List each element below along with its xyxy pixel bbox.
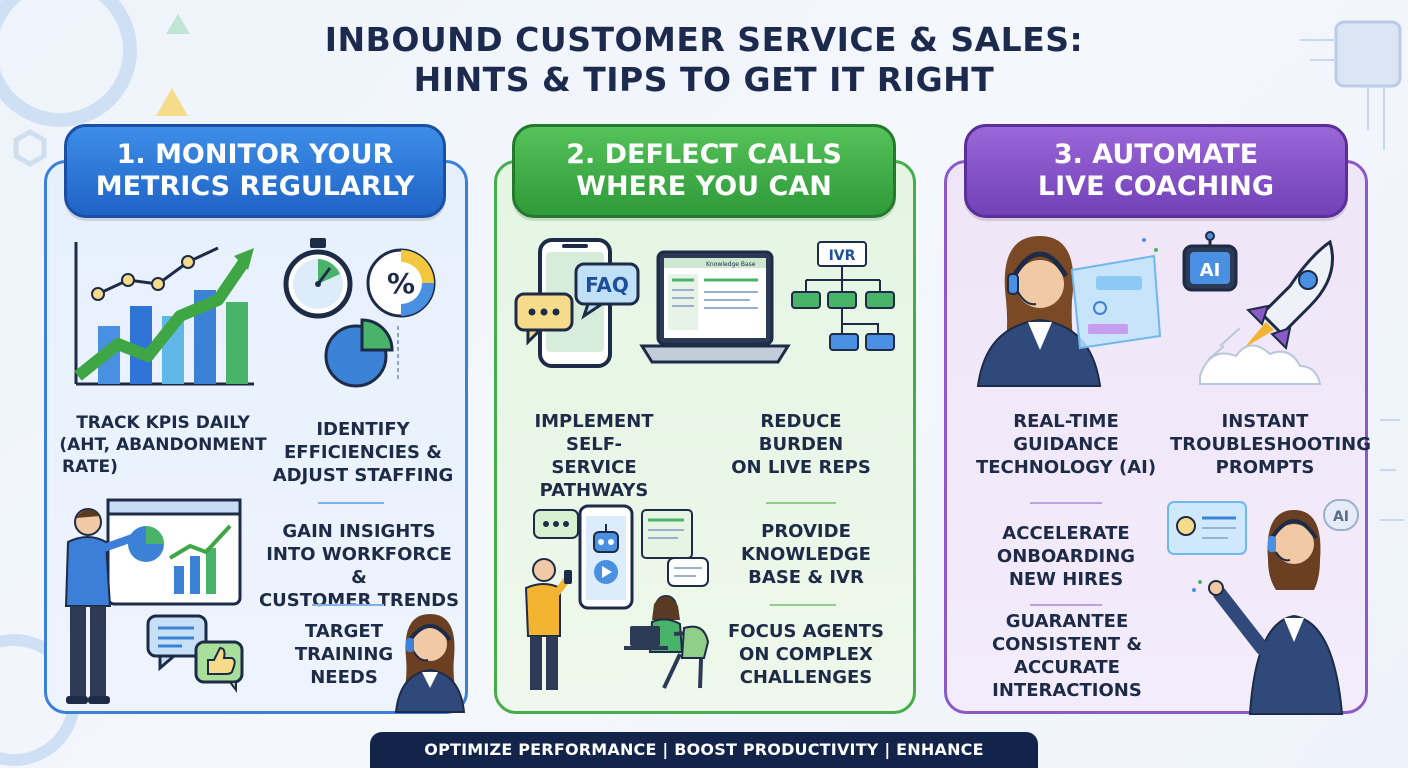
tip-line: PROVIDE <box>761 521 851 542</box>
divider <box>318 502 384 504</box>
ivr-flowchart-icon: IVR <box>791 241 895 351</box>
heading-line: WHERE YOU CAN <box>576 171 832 202</box>
tip-line: ONBOARDING <box>996 546 1136 567</box>
tip-instant-troubleshooting: INSTANT TROUBLESHOOTING PROMPTS <box>1170 410 1371 479</box>
headset-agent-icon <box>394 614 466 713</box>
divider <box>770 604 836 606</box>
divider <box>766 502 836 504</box>
tip-line: BASE & IVR <box>748 567 864 588</box>
divider <box>1030 502 1102 504</box>
ai-label: AI <box>1333 509 1349 525</box>
page-title: INBOUND CUSTOMER SERVICE & SALES: HINTS … <box>0 20 1408 100</box>
tip-knowledge-base: PROVIDE KNOWLEDGE BASE & IVR <box>736 520 876 589</box>
title-line-2: HINTS & TIPS TO GET IT RIGHT <box>413 60 995 99</box>
tip-gain-insights: GAIN INSIGHTS INTO WORKFORCE & CUSTOMER … <box>256 520 462 612</box>
tip-line: PATHWAYS <box>539 480 649 501</box>
tip-line: REAL-TIME <box>1013 411 1119 432</box>
ai-label: AI <box>1200 260 1221 281</box>
tip-line: BURDEN <box>758 434 844 455</box>
chatbot-phone-icon <box>524 504 710 690</box>
presenter-icon <box>64 498 242 704</box>
title-line-1: INBOUND CUSTOMER SERVICE & SALES: <box>324 20 1084 59</box>
tip-line: INTERACTIONS <box>992 680 1142 701</box>
stopwatch-icon <box>283 238 353 319</box>
tip-line: RATE) <box>62 457 118 477</box>
tip-accelerate-onboarding: ACCELERATE ONBOARDING NEW HIRES <box>980 522 1152 591</box>
tip-line: IDENTIFY <box>316 419 410 440</box>
tip-line: (AHT, ABANDONMENT <box>59 435 267 455</box>
percent-icon: % <box>366 248 436 318</box>
tip-line: TRACK KPIS DAILY <box>76 413 250 433</box>
tip-self-service: IMPLEMENT SELF-SERVICE PATHWAYS <box>524 410 664 502</box>
footer-banner: OPTIMIZE PERFORMANCE | BOOST PRODUCTIVIT… <box>370 732 1038 768</box>
tip-line: NEW HIRES <box>1008 569 1124 590</box>
tip-line: ACCELERATE <box>1002 523 1130 544</box>
tip-line: GAIN INSIGHTS <box>282 521 436 542</box>
ai-robot-icon: AI <box>1182 231 1238 292</box>
tip-line: TARGET <box>304 621 384 642</box>
thumbs-up-icon <box>194 640 244 693</box>
tip-reduce-burden: REDUCE BURDEN ON LIVE REPS <box>726 410 876 479</box>
tip-line: ACCURATE <box>1014 657 1120 678</box>
faq-bubble-icon: FAQ <box>574 262 640 320</box>
tip-identify-efficiencies: IDENTIFY EFFICIENCIES & ADJUST STAFFING <box>270 418 456 487</box>
tip-line: FOCUS AGENTS <box>728 621 884 642</box>
tip-real-time-guidance: REAL-TIME GUIDANCE TECHNOLOGY (AI) <box>970 410 1162 479</box>
line-chart-icon <box>74 242 254 386</box>
ivr-label: IVR <box>829 248 856 264</box>
pie-chart-icon <box>324 318 399 388</box>
tip-line: GUIDANCE <box>1013 434 1119 455</box>
tip-line: PROMPTS <box>1215 457 1315 478</box>
percent-glyph: % <box>387 267 415 300</box>
laptop-icon: Knowledge Base <box>639 250 791 364</box>
tip-line: TRAINING <box>294 644 394 665</box>
tip-line: EFFICIENCIES & <box>284 442 442 463</box>
section-heading-coaching: 3. AUTOMATE LIVE COACHING <box>964 124 1348 218</box>
heading-line: 1. MONITOR YOUR <box>116 139 394 170</box>
heading-line: METRICS REGULARLY <box>95 171 415 202</box>
tip-focus-agents: FOCUS AGENTS ON COMPLEX CHALLENGES <box>720 620 892 689</box>
tip-line: ON LIVE REPS <box>731 457 871 478</box>
faq-label: FAQ <box>585 273 629 297</box>
rocket-icon <box>1199 239 1334 385</box>
heading-line: 2. DEFLECT CALLS <box>566 139 842 170</box>
tip-line: ADJUST STAFFING <box>272 465 454 486</box>
tip-line: TECHNOLOGY (AI) <box>975 457 1157 478</box>
tip-line: SELF-SERVICE <box>551 434 637 478</box>
heading-line: LIVE COACHING <box>1037 171 1275 202</box>
heading-line: 3. AUTOMATE <box>1053 139 1259 170</box>
section-heading-deflect: 2. DEFLECT CALLS WHERE YOU CAN <box>512 124 896 218</box>
tip-line: INTO WORKFORCE & <box>266 544 452 588</box>
coach-agent-icon: AI <box>1167 499 1359 715</box>
divider <box>312 604 384 606</box>
tip-line: IMPLEMENT <box>534 411 654 432</box>
tip-line: GUARANTEE <box>1005 611 1129 632</box>
tip-line: CONSISTENT & <box>991 634 1143 655</box>
chat-bubble-icon <box>146 614 208 672</box>
tip-line: TROUBLESHOOTING <box>1170 434 1371 455</box>
tip-line: CHALLENGES <box>739 667 873 688</box>
divider <box>1030 604 1102 606</box>
tip-track-kpis: TRACK KPIS DAILY (AHT, ABANDONMENT RATE) <box>58 412 268 478</box>
section-heading-monitor: 1. MONITOR YOUR METRICS REGULARLY <box>64 124 446 218</box>
tip-target-training: TARGET TRAINING NEEDS <box>292 620 396 689</box>
tip-line: REDUCE <box>760 411 842 432</box>
tip-consistent-interactions: GUARANTEE CONSISTENT & ACCURATE INTERACT… <box>976 610 1158 702</box>
tip-line: NEEDS <box>310 667 378 688</box>
tip-line: CUSTOMER TRENDS <box>258 590 460 611</box>
tip-line: ON COMPLEX <box>739 644 873 665</box>
kb-label: Knowledge Base <box>706 261 756 268</box>
tip-line: INSTANT <box>1221 411 1309 432</box>
tip-line: KNOWLEDGE <box>741 544 871 565</box>
hologram-screen-icon <box>976 236 1162 387</box>
